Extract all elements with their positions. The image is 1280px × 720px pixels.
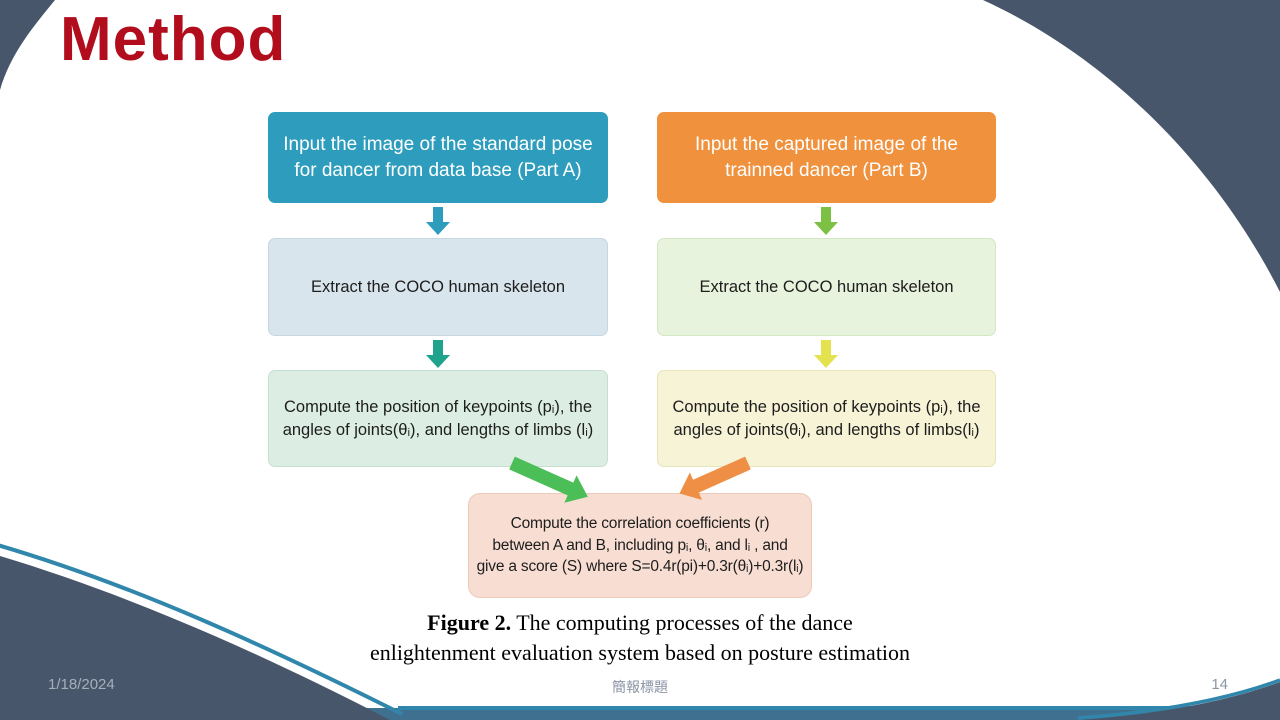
caption-text-1: The computing processes of the dance: [511, 610, 853, 635]
merge-line-3: give a score (S) where S=0.4r(pi)+0.3r(θ…: [476, 558, 804, 576]
merge-line-2: between A and B, including pᵢ, θᵢ, and l…: [492, 536, 788, 554]
footer-date: 1/18/2024: [48, 676, 115, 693]
bg-corner-bottom-left: [0, 556, 390, 720]
figure-caption: Figure 2. The computing processes of the…: [0, 608, 1280, 668]
flow-box-compute-keypoints-left: Compute the position of keypoints (pᵢ), …: [268, 370, 608, 467]
flow-box-correlation-score: Compute the correlation coefficients (r)…: [468, 493, 812, 598]
footer-page-number: 14: [1211, 676, 1228, 693]
caption-line-1: Figure 2. The computing processes of the…: [0, 608, 1280, 638]
bg-accent-band-top: [398, 706, 1280, 710]
bg-corner-top-right: [983, 0, 1280, 292]
bg-accent-curve-bottom-right: [1077, 678, 1280, 720]
slide-title: Method: [60, 5, 287, 74]
bg-corner-bottom-right: [1080, 682, 1280, 720]
bg-accent-curve-bottom-left: [0, 543, 403, 716]
caption-line-2: enlightenment evaluation system based on…: [369, 640, 911, 665]
flow-box-input-captured-image: Input the captured image of the trainned…: [657, 112, 996, 203]
flow-box-extract-skeleton-left: Extract the COCO human skeleton: [268, 238, 608, 336]
flow-box-input-standard-pose: Input the image of the standard pose for…: [268, 112, 608, 203]
merge-line-1: Compute the correlation coefficients (r): [510, 514, 770, 532]
bg-corner-top-left: [0, 0, 55, 90]
flow-box-correlation-score-text: Compute the correlation coefficients (r)…: [477, 513, 804, 578]
footer-title: 簡報標題: [612, 679, 668, 695]
flow-box-compute-keypoints-right: Compute the position of keypoints (pᵢ), …: [657, 370, 996, 467]
caption-prefix: Figure 2.: [427, 610, 512, 635]
flow-box-extract-skeleton-right: Extract the COCO human skeleton: [657, 238, 996, 336]
bg-bottom-band: [350, 708, 1280, 720]
